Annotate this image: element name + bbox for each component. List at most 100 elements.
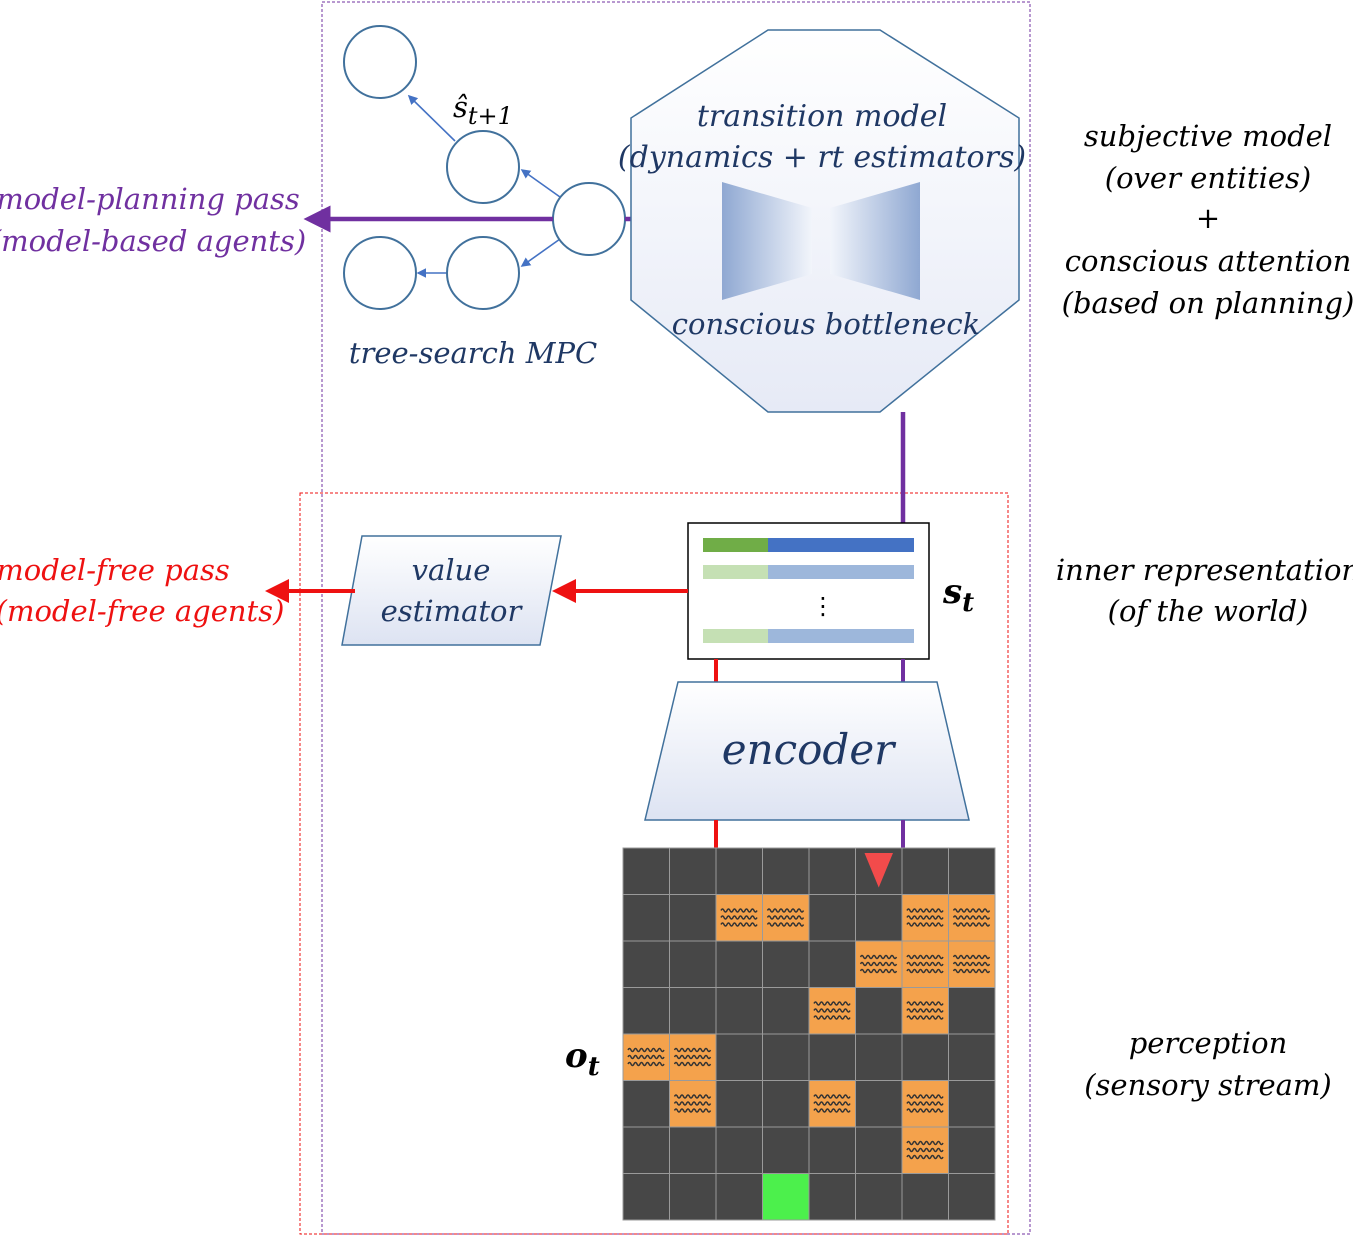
model-free-label-line1: model-free pass	[0, 553, 230, 587]
grid-cell	[901, 1033, 949, 1081]
tree-edge	[407, 94, 456, 142]
lava-wave-icon	[906, 1015, 944, 1020]
grid-cell	[948, 1126, 996, 1174]
lava-wave-icon	[813, 1001, 851, 1006]
grid-cell	[715, 847, 763, 895]
encoder-label: encoder	[722, 725, 897, 774]
tree-node	[343, 236, 417, 310]
grid-cell	[762, 1080, 810, 1128]
bottleneck-left-shape	[722, 182, 812, 300]
lava-wave-icon	[906, 1154, 944, 1160]
lava-wave-icon	[766, 922, 805, 927]
lava-wave-icon	[906, 915, 944, 920]
state-bar-green-light	[703, 629, 768, 643]
grid-cell	[855, 894, 903, 942]
grid-cell	[762, 1033, 810, 1081]
grid-cell	[715, 1126, 763, 1174]
value-estimator-box	[341, 535, 562, 646]
grid-cell	[762, 987, 810, 1035]
model-free-region	[299, 492, 1009, 1235]
lava-wave-icon	[627, 1061, 665, 1067]
grid-cell	[948, 1080, 996, 1128]
state-bar-blue-light	[768, 565, 914, 579]
grid-cell	[669, 847, 717, 895]
transition-model-octagon	[630, 29, 1020, 413]
inner-representation-line1: inner representation	[1056, 553, 1353, 587]
bottleneck-right-shape	[830, 182, 920, 300]
lava-wave-icon	[766, 915, 805, 920]
observation-grid	[622, 847, 996, 1221]
grid-cell	[901, 1173, 949, 1221]
conscious-attention-line2: (based on planning)	[1062, 286, 1353, 320]
model-free-label-line2: (model-free agents)	[0, 594, 284, 628]
conscious-bottleneck-label: conscious bottleneck	[672, 307, 980, 341]
observation-label-base: o	[565, 1036, 588, 1076]
tree-search-label: tree-search MPC	[349, 336, 597, 370]
model-planning-label-line1: model-planning pass	[0, 182, 300, 216]
subjective-model-line1: subjective model	[1084, 119, 1332, 153]
perception-line2: (sensory stream)	[1084, 1068, 1332, 1102]
state-label: st	[942, 572, 974, 618]
grid-cell	[808, 847, 856, 895]
grid-cell	[855, 1033, 903, 1081]
goal-cell	[762, 1173, 810, 1221]
lava-wave-icon	[906, 1001, 944, 1006]
encoder-box	[644, 681, 970, 821]
agent-triangle-icon	[864, 853, 893, 888]
predicted-state-base: ŝ	[453, 90, 468, 124]
grid-cell	[622, 894, 670, 942]
lava-wave-icon	[952, 968, 991, 974]
grid-cell	[855, 1126, 903, 1174]
state-bar-blue	[768, 538, 914, 552]
lava-wave-icon	[859, 961, 898, 967]
grid-cell	[715, 940, 763, 988]
lava-wave-icon	[673, 1054, 712, 1060]
grid-cell	[855, 987, 903, 1035]
state-bar-blue-light	[768, 629, 914, 643]
grid-cell	[948, 987, 996, 1035]
grid-cell	[808, 894, 856, 942]
lava-wave-icon	[906, 1140, 944, 1146]
lava-wave-icon	[952, 961, 991, 967]
state-ellipsis: ⋮	[811, 592, 835, 620]
grid-cell	[669, 940, 717, 988]
lava-wave-icon	[859, 954, 898, 960]
grid-cell	[715, 987, 763, 1035]
lava-wave-icon	[813, 1094, 851, 1099]
lava-wave-icon	[859, 968, 898, 974]
tree-search-graph	[343, 25, 626, 310]
tree-node	[446, 130, 520, 204]
transition-model-subtitle: (dynamics + rt estimators)	[618, 140, 1026, 175]
lava-wave-icon	[906, 968, 944, 974]
lava-wave-icon	[813, 1008, 851, 1013]
grid-cell	[948, 847, 996, 895]
grid-cell	[622, 1173, 670, 1221]
tree-node	[343, 25, 417, 99]
lava-wave-icon	[906, 954, 944, 960]
grid-cell	[808, 1173, 856, 1221]
grid-cell	[622, 987, 670, 1035]
grid-cell	[762, 847, 810, 895]
transition-model-title: transition model	[697, 99, 947, 134]
grid-cell	[715, 1173, 763, 1221]
lava-wave-icon	[673, 1094, 712, 1099]
grid-cell	[669, 894, 717, 942]
observation-label-sub: t	[588, 1052, 600, 1082]
lava-wave-icon	[906, 1101, 944, 1106]
grid-cell	[622, 847, 670, 895]
grid-cell	[808, 940, 856, 988]
lava-wave-icon	[906, 1147, 944, 1153]
grid-cell	[855, 1080, 903, 1128]
grid-cell	[622, 940, 670, 988]
conscious-attention-line1: conscious attention	[1065, 244, 1352, 278]
lava-wave-icon	[673, 1061, 712, 1067]
grid-cell	[669, 1126, 717, 1174]
state-bar-green-light	[703, 565, 768, 579]
lava-wave-icon	[906, 961, 944, 967]
lava-wave-icon	[627, 1047, 665, 1053]
grid-cell	[808, 1126, 856, 1174]
tree-edge	[520, 238, 561, 267]
state-label-base: s	[942, 572, 962, 612]
tree-edge	[520, 169, 561, 198]
